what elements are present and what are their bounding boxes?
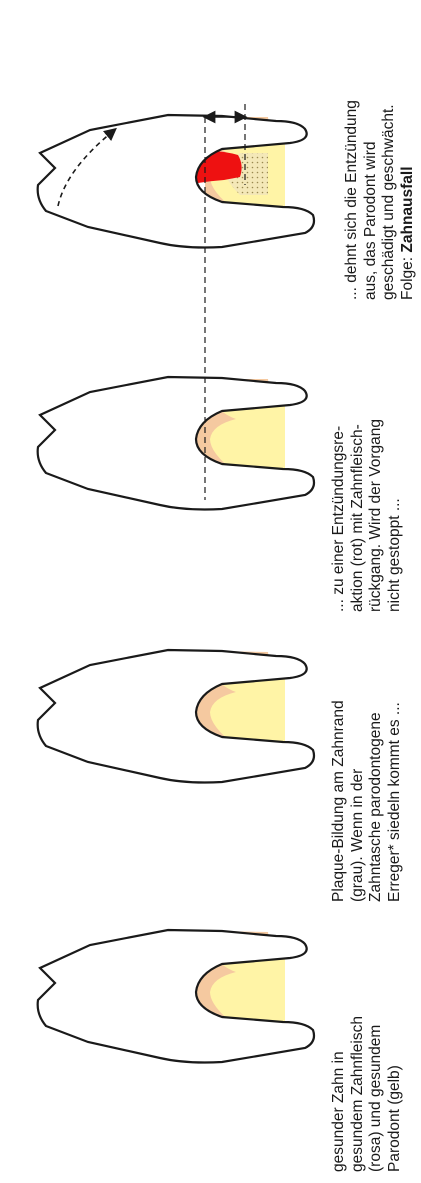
- caption-line: aus, das Parodont wird: [362, 38, 381, 300]
- caption-line: gesunder Zahn in: [330, 910, 349, 1172]
- caption-line: Plaque-Bildung am Zahnrand: [330, 640, 349, 902]
- caption-line: rückgang. Wird der Vorgang: [367, 350, 386, 612]
- caption-stage-1: gesunder Zahn in gesundem Zahnfleisch (r…: [330, 910, 404, 1172]
- caption-line: Parodont (gelb): [386, 910, 405, 1172]
- caption-line: gesundem Zahnfleisch: [349, 910, 368, 1172]
- caption-line: (rosa) und gesundem: [367, 910, 386, 1172]
- stage-4-tooth-group: [38, 115, 314, 248]
- caption-line: aktion (rot) mit Zahnfleisch-: [349, 350, 368, 612]
- caption-prefix: Folge:: [399, 253, 416, 300]
- caption-line: ... dehnt sich die Entzündung: [343, 38, 362, 300]
- caption-line: Zahntasche parodontogene: [367, 640, 386, 902]
- caption-stage-4: ... dehnt sich die Entzündung aus, das P…: [343, 38, 417, 300]
- stage-2-tooth-group: [38, 650, 314, 783]
- caption-line: nicht gestoppt ...: [386, 350, 405, 612]
- caption-stage-2: Plaque-Bildung am Zahnrand (grau). Wenn …: [330, 640, 404, 902]
- caption-emphasis: Zahnausfall: [399, 166, 416, 252]
- caption-line: geschädigt und geschwächt.: [380, 38, 399, 300]
- caption-line: ... zu einer Entzündungsre-: [330, 350, 349, 612]
- caption-stage-3: ... zu einer Entzündungsre- aktion (rot)…: [330, 350, 404, 612]
- stage-1-tooth-group: [38, 930, 314, 1063]
- caption-line: Erreger* siedeln kommt es ...: [386, 640, 405, 902]
- caption-line: Folge: Zahnausfall: [399, 38, 418, 300]
- caption-line: (grau). Wenn in der: [349, 640, 368, 902]
- stage-3-tooth-group: [38, 377, 314, 510]
